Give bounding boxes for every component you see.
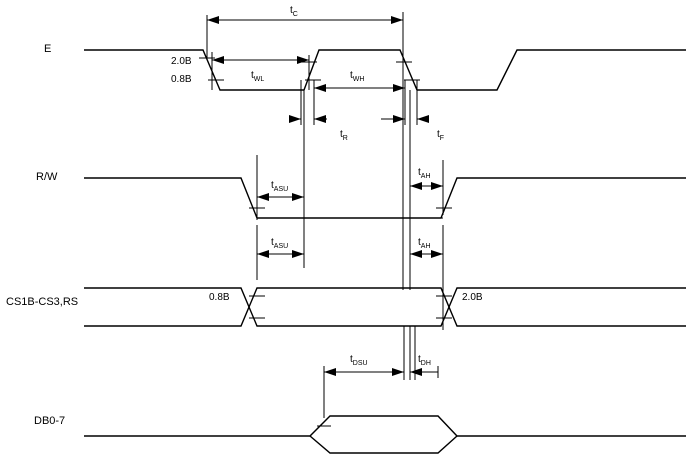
signal-label-db: DB0-7	[34, 415, 65, 427]
timing-label-tasu-cs: tASU	[271, 237, 288, 250]
timing-label-tah-rw: tAH	[418, 167, 431, 180]
timing-label-twl: tWL	[251, 70, 264, 83]
cs-waveform-lower	[84, 287, 686, 327]
dimension-twl	[212, 56, 309, 64]
timing-label-twh: tWH	[350, 70, 364, 83]
dimension-tdh	[410, 366, 439, 378]
threshold-ticks	[199, 57, 452, 427]
dimension-tasu-rw	[257, 193, 304, 201]
dimension-twh	[314, 84, 405, 92]
timing-label-tf: tF	[437, 129, 444, 142]
db-waveform	[84, 415, 686, 437]
dimension-tah-rw	[410, 182, 443, 190]
dimension-tr	[289, 115, 327, 123]
level-label-e-low: 0.8B	[171, 74, 192, 85]
timing-label-tr: tR	[340, 129, 348, 142]
timing-label-tasu-rw: tASU	[271, 180, 288, 193]
level-label-cs-right: 2.0B	[462, 292, 483, 303]
signal-label-rw: R/W	[36, 171, 58, 183]
cs-waveform-upper	[84, 287, 686, 327]
dimension-tah-cs	[410, 250, 443, 258]
timing-label-tdh: tDH	[418, 354, 431, 367]
dimension-tdsu	[324, 368, 404, 376]
db-waveform-lower	[309, 435, 458, 454]
timing-label-tc: tC	[290, 5, 298, 18]
level-label-e-high: 2.0B	[171, 56, 192, 67]
signal-label-e: E	[44, 43, 51, 55]
rw-waveform	[84, 177, 686, 219]
dimension-tasu-cs	[257, 250, 304, 258]
level-label-cs-left: 0.8B	[209, 292, 230, 303]
dimension-tf	[381, 115, 429, 123]
reference-lines	[206, 12, 444, 418]
timing-label-tdsu: tDSU	[350, 354, 368, 367]
dimension-tc	[207, 16, 403, 24]
signal-label-cs: CS1B-CS3,RS	[6, 296, 78, 308]
timing-label-tah-cs: tAH	[418, 237, 431, 250]
